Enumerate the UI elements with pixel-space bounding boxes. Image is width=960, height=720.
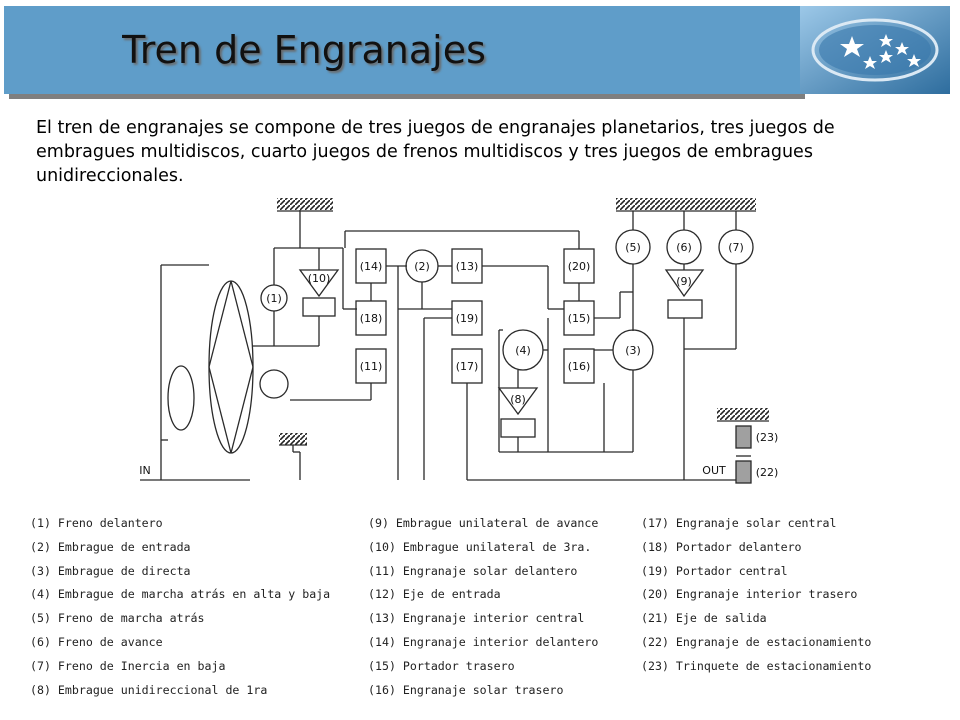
legend-column-2: (9) Embrague unilateral de avance (10) E… (368, 512, 598, 702)
ground-hatch-parking (717, 408, 769, 420)
legend-item: (9) Embrague unilateral de avance (368, 516, 599, 530)
legend-item: (7) Freno de Inercia en baja (30, 658, 226, 673)
legend-item: (20) Engranaje interior trasero (641, 587, 858, 602)
legend-item: (11) Engranaje solar delantero (368, 563, 578, 578)
legend-item: (13) Engranaje interior central (368, 611, 585, 626)
node-9 (664, 269, 705, 298)
legend-item: (10) Embrague unilateral de 3ra. (368, 539, 592, 554)
label-13: (13) (456, 260, 479, 273)
block-8 (500, 418, 536, 438)
label-19: (19) (456, 312, 479, 325)
label-15: (15) (568, 312, 591, 325)
legend-item: (23) Trinquete de estacionamiento (641, 658, 872, 673)
label-14: (14) (360, 260, 383, 273)
legend-item: (3) Embrague de directa (30, 563, 191, 578)
node-23 (735, 425, 752, 449)
legend-item: (5) Freno de marcha atrás (30, 611, 205, 626)
page-title: Tren de Engranajes (122, 28, 486, 72)
node-22 (735, 460, 752, 484)
block-10 (302, 297, 336, 317)
legend-column-1: (1) Freno delantero (2) Embrague de entr… (30, 512, 330, 702)
label-3: (3) (625, 344, 641, 357)
label-17: (17) (456, 360, 479, 373)
legend-item: (22) Engranaje de estacionamiento (641, 634, 872, 649)
title-bar: Tren de Engranajes (4, 6, 800, 94)
label-7: (7) (728, 241, 744, 254)
legend-item: (19) Portador central (641, 563, 788, 578)
subaru-stars-icon (800, 6, 950, 94)
ground-hatch-top-left (277, 198, 333, 210)
legend-column-3: (17) Engranaje solar central (18) Portad… (641, 512, 871, 679)
legend-item: (1) Freno delantero (30, 516, 163, 530)
intro-paragraph: El tren de engranajes se compone de tres… (36, 118, 835, 186)
label-16: (16) (568, 360, 591, 373)
label-9: (9) (676, 275, 692, 288)
legend-item: (15) Portador trasero (368, 658, 515, 673)
label-1: (1) (266, 292, 282, 305)
label-out: OUT (702, 464, 726, 477)
node-16 (563, 348, 595, 384)
pump-ellipse (167, 365, 195, 431)
label-8: (8) (510, 393, 526, 406)
label-6: (6) (676, 241, 692, 254)
label-in: IN (139, 464, 150, 477)
label-18: (18) (360, 312, 383, 325)
legend-item: (14) Engranaje interior delantero (368, 634, 599, 649)
label-2: (2) (414, 260, 430, 273)
legend-item: (17) Engranaje solar central (641, 516, 837, 530)
label-10: (10) (308, 272, 331, 285)
label-11: (11) (360, 360, 383, 373)
legend-item: (12) Eje de entrada (368, 587, 501, 602)
label-23: (23) (756, 431, 779, 444)
legend-item: (21) Eje de salida (641, 611, 767, 626)
legend-item: (16) Engranaje solar trasero (368, 682, 564, 697)
label-5: (5) (625, 241, 641, 254)
ground-hatch-small (279, 433, 307, 445)
legend-item: (4) Embrague de marcha atrás en alta y b… (30, 587, 331, 602)
legend-item: (8) Embrague unidireccional de 1ra (30, 682, 268, 697)
block-9 (667, 299, 703, 319)
stator-circle (259, 369, 289, 399)
legend-item: (6) Freno de avance (30, 634, 163, 649)
ground-hatch-top-right (616, 198, 756, 210)
label-4: (4) (515, 344, 531, 357)
legend-item: (2) Embrague de entrada (30, 539, 191, 554)
legend-item: (18) Portador delantero (641, 539, 802, 554)
logo-panel (800, 6, 950, 94)
torque-converter (208, 280, 254, 454)
label-22: (22) (756, 466, 779, 479)
label-20: (20) (568, 260, 591, 273)
